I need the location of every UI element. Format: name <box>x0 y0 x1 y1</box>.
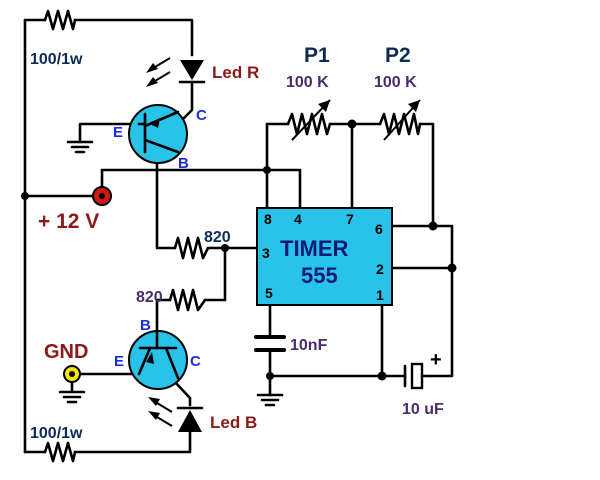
capacitor-10nf-label: 10nF <box>290 337 328 354</box>
transistor-bottom-emitter-label: E <box>114 353 124 370</box>
transistor-top-collector-label: C <box>196 107 207 124</box>
led-b-label: Led B <box>210 413 257 432</box>
capacitor-plus-sign: + <box>430 349 442 371</box>
resistor-820-bottom <box>168 288 207 312</box>
capacitor-10uf-label: 10 uF <box>402 401 444 418</box>
resistor-top <box>43 9 77 31</box>
pin-1-label: 1 <box>376 287 384 303</box>
transistor-bottom-base-label: B <box>140 317 151 334</box>
supply-terminal <box>92 168 112 206</box>
transistor-top-base-label: B <box>178 155 189 172</box>
timer-chip <box>256 207 393 306</box>
resistor-bottom-label: 100/1w <box>30 425 83 442</box>
potentiometer-p1 <box>286 99 332 141</box>
pin-8-label: 8 <box>264 211 272 227</box>
gnd-terminal <box>63 365 81 383</box>
capacitor-10uf <box>403 362 432 390</box>
p2-label: P2 <box>385 44 411 67</box>
p2-value: 100 K <box>374 74 417 91</box>
transistor-top-emitter-label: E <box>113 124 123 141</box>
capacitor-10nf <box>254 335 286 352</box>
pin-3-label: 3 <box>262 245 270 261</box>
junction-dots <box>21 119 457 381</box>
ground-icon-top <box>66 140 94 154</box>
p1-value: 100 K <box>286 74 329 91</box>
ground-icon-chip <box>256 393 284 407</box>
resistor-820-top <box>173 236 210 260</box>
p1-label: P1 <box>304 44 330 67</box>
ground-icon-gnd <box>58 378 86 404</box>
transistor-bottom-collector-label: C <box>190 353 201 370</box>
pin-5-label: 5 <box>265 285 273 301</box>
timer-label-line2: 555 <box>301 263 338 288</box>
gnd-label: GND <box>44 341 88 363</box>
pin-4-label: 4 <box>294 211 302 227</box>
wiring <box>23 18 454 454</box>
pin-7-label: 7 <box>346 211 354 227</box>
transistor-bottom <box>128 320 188 390</box>
pin-6-label: 6 <box>375 221 383 237</box>
led-r <box>146 57 206 87</box>
resistor-820-bottom-label: 820 <box>136 289 163 306</box>
supply-label: + 12 V <box>38 210 99 233</box>
pin-2-label: 2 <box>376 261 384 277</box>
transistor-top <box>128 104 188 164</box>
led-r-label: Led R <box>212 63 259 82</box>
potentiometer-p2 <box>378 99 422 141</box>
timer-label-line1: TIMER <box>280 236 349 261</box>
resistor-820-top-label: 820 <box>204 229 231 246</box>
resistor-bottom <box>43 441 77 463</box>
led-b <box>148 397 204 432</box>
resistor-top-label: 100/1w <box>30 51 83 68</box>
